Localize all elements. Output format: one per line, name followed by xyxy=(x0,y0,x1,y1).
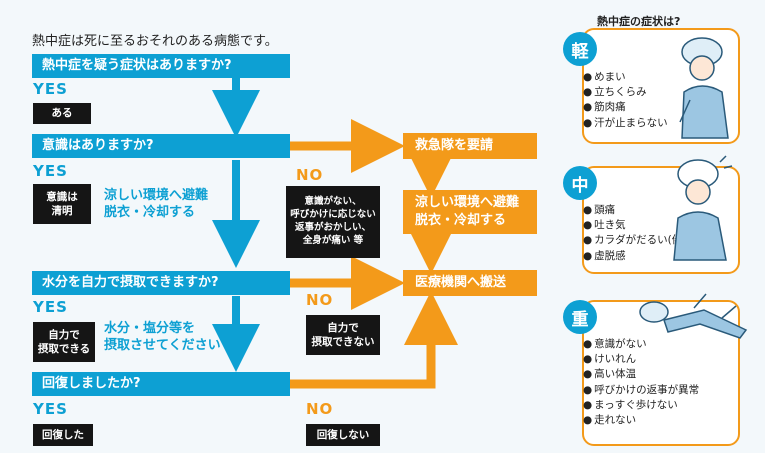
symptom-item: 走れない xyxy=(583,413,699,428)
worker-headache-illustration xyxy=(673,155,733,261)
symptom-item: 高い体温 xyxy=(583,367,699,382)
worker-collapsed-illustration xyxy=(639,293,748,339)
question-water-intake: 水分を自力で摂取できますか? xyxy=(32,271,290,295)
badge-moderate: 中 xyxy=(563,166,597,200)
yes-label-1: YES xyxy=(33,80,68,98)
action-transport-hospital: 医療機関へ搬送 xyxy=(403,270,537,296)
symptom-item: めまい xyxy=(583,70,668,85)
yes-label-2: YES xyxy=(33,162,68,180)
symptom-item: 頭痛 xyxy=(583,203,707,218)
action-call-ambulance: 救急隊を要請 xyxy=(403,133,537,159)
symptoms-title: 熱中症の症状は? xyxy=(597,15,681,28)
symptom-item: 虚脱感 xyxy=(583,249,707,264)
box-cannot-drink: 自力で 摂取できない xyxy=(306,315,380,355)
no-label-2: NO xyxy=(306,291,334,309)
symptom-item: 吐き気 xyxy=(583,218,707,233)
symptom-item: 呼びかけの返事が異常 xyxy=(583,383,699,398)
badge-mild: 軽 xyxy=(563,32,597,66)
symptom-item: 汗が止まらない xyxy=(583,116,668,131)
box-not-recovered: 回復しない xyxy=(306,424,380,446)
question-consciousness: 意識はありますか? xyxy=(32,134,290,158)
symptom-item: 筋肉痛 xyxy=(583,100,668,115)
orange-horizontal-arrows xyxy=(290,119,458,389)
symptom-list-mild: めまい 立ちくらみ 筋肉痛 汗が止まらない xyxy=(583,70,668,131)
text-water-salt: 水分・塩分等を 摂取させてください xyxy=(104,321,221,353)
symptom-item: けいれん xyxy=(583,352,699,367)
question-symptoms: 熱中症を疑う症状はありますか? xyxy=(32,54,290,78)
intro-text: 熱中症は死に至るおそれのある病態です。 xyxy=(32,34,278,49)
question-recovered: 回復しましたか? xyxy=(32,372,290,396)
text-cool-down: 涼しい環境へ避難 脱衣・冷却する xyxy=(104,188,209,220)
box-can-drink: 自力で 摂取できる xyxy=(33,322,95,362)
box-symptoms-present: ある xyxy=(33,103,91,124)
box-conscious-clear: 意識は 清明 xyxy=(33,184,91,224)
badge-severe: 重 xyxy=(563,300,597,334)
box-recovered: 回復した xyxy=(33,424,93,446)
symptom-list-severe: 意識がない けいれん 高い体温 呼びかけの返事が異常 まっすぐ歩けない 走れない xyxy=(583,337,699,428)
symptom-item: 意識がない xyxy=(583,337,699,352)
yes-label-4: YES xyxy=(33,400,68,418)
box-unconscious-signs: 意識がない、 呼びかけに応じない 返事がおかしい、 全身が痛い 等 xyxy=(286,186,380,258)
symptom-item: まっすぐ歩けない xyxy=(583,398,699,413)
yes-label-3: YES xyxy=(33,298,68,316)
symptom-item: 立ちくらみ xyxy=(583,85,668,100)
action-cool-down: 涼しい環境へ避難 脱衣・冷却する xyxy=(403,190,537,234)
worker-dizzy-illustration xyxy=(679,37,729,139)
no-label-1: NO xyxy=(296,166,324,184)
no-label-3: NO xyxy=(306,400,334,418)
